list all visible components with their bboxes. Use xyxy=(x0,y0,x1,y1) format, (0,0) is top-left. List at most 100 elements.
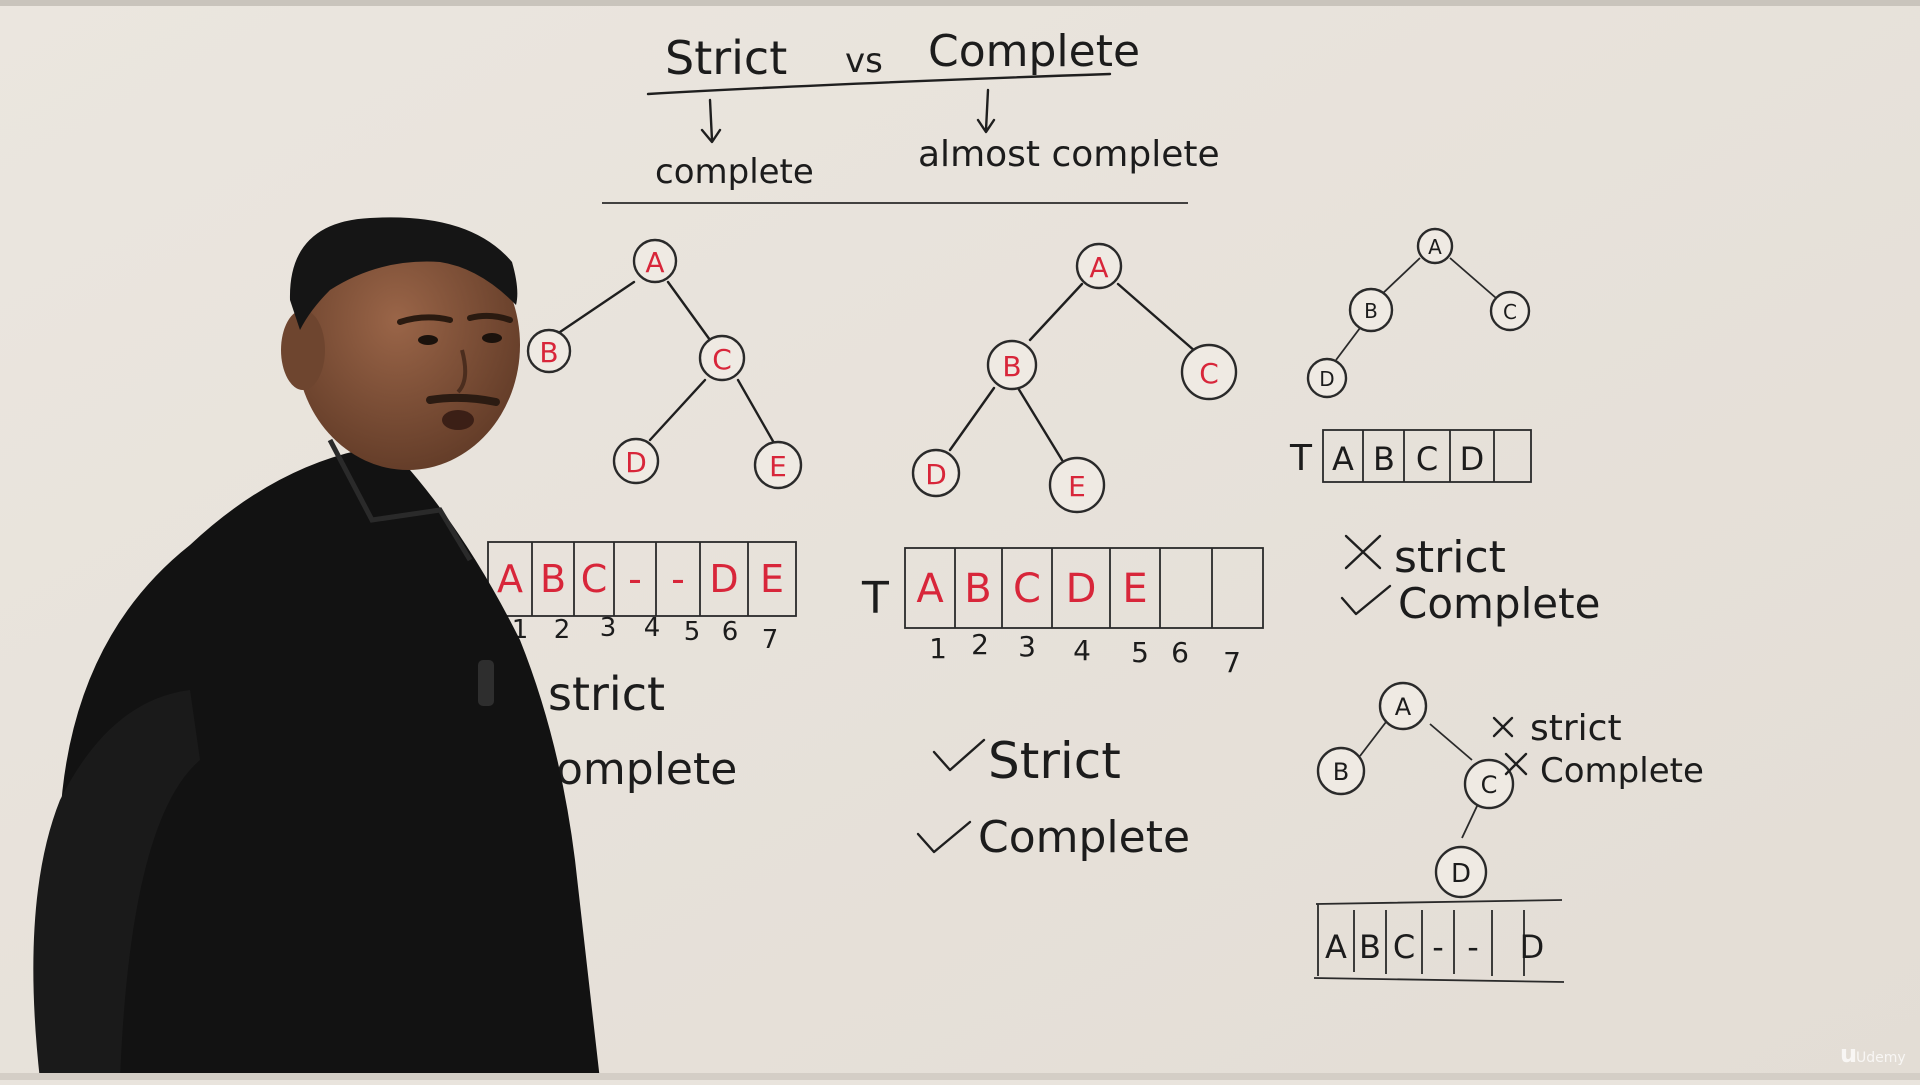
tree2-index-4: 4 xyxy=(1073,634,1091,667)
tree2-array-prefix: T xyxy=(861,573,889,624)
tree2-index-7: 7 xyxy=(1223,646,1241,679)
tree1-node-b: B xyxy=(526,328,572,374)
tree3-check-complete-icon xyxy=(1340,584,1392,616)
tree2-check-complete-icon xyxy=(916,820,972,854)
svg-text:A: A xyxy=(1089,251,1108,284)
tree2-node-d: D xyxy=(911,448,961,498)
tree2-label-strict: Strict xyxy=(988,732,1121,790)
instructor-ear xyxy=(281,310,325,390)
svg-text:E: E xyxy=(1068,470,1086,503)
tree3-node-c: C xyxy=(1489,290,1531,332)
tree4-label-strict: strict xyxy=(1530,708,1622,749)
arrow-right xyxy=(976,88,996,134)
tree4-label-complete: Complete xyxy=(1540,751,1704,791)
tree1-index-5: 5 xyxy=(684,617,701,647)
tree3-cross-strict-icon xyxy=(1344,534,1382,570)
instructor-eye-right xyxy=(482,333,502,343)
tree2-array: A B C D E 1 2 3 4 5 6 7 xyxy=(904,547,1264,679)
tree1-cell-2: B xyxy=(540,557,566,601)
tree3-cell-3: C xyxy=(1416,440,1438,478)
tree3-label-complete: Complete xyxy=(1398,579,1600,628)
svg-text:B: B xyxy=(1364,299,1378,323)
tree2-cell-2: B xyxy=(964,566,991,612)
tree4-cell-2: B xyxy=(1359,928,1381,966)
frame-bottom-edge xyxy=(0,1073,1920,1080)
tree1-label-strict: strict xyxy=(548,667,665,721)
tree2-cell-5: E xyxy=(1122,566,1147,612)
tree2-node-e: E xyxy=(1048,456,1106,514)
tree1-cell-7: E xyxy=(760,557,784,601)
tree2-index-1: 1 xyxy=(929,632,947,665)
tree1: A B C D E A B C - - D E 1 2 3 4 5 6 xyxy=(487,238,803,795)
tree2-index-2: 2 xyxy=(971,628,989,661)
subtitle-almost-complete: almost complete xyxy=(918,134,1220,175)
tree3-cell-4: D xyxy=(1460,440,1485,478)
tree2-index-3: 3 xyxy=(1018,630,1036,663)
tree2-index-6: 6 xyxy=(1171,636,1189,669)
tree2: A B C D E T A B C D E 1 2 3 4 5 6 xyxy=(861,242,1264,863)
tree1-label-complete: omplete xyxy=(556,744,737,795)
tree3-array: A B C D xyxy=(1322,429,1532,483)
board-top-edge xyxy=(0,0,1920,6)
tree2-cell-1: A xyxy=(916,566,944,612)
tree4-cell-1: A xyxy=(1325,928,1347,966)
tree2-edges xyxy=(948,282,1198,462)
svg-text:B: B xyxy=(1333,758,1349,786)
tree3-node-b: B xyxy=(1348,287,1394,333)
tree4-cross-strict-icon xyxy=(1492,716,1514,738)
title-underline xyxy=(646,72,1112,96)
instructor-mustache xyxy=(426,393,500,406)
tree4-node-b: B xyxy=(1316,746,1366,796)
tree3-cell-1: A xyxy=(1332,440,1354,478)
title-complete: Complete xyxy=(928,26,1140,77)
tree4-cross-complete-icon xyxy=(1504,752,1528,776)
tree2-cell-3: C xyxy=(1013,566,1041,612)
instructor-brows xyxy=(397,312,513,325)
tree4-node-d: D xyxy=(1434,845,1488,899)
title-vs: vs xyxy=(845,41,883,81)
svg-text:C: C xyxy=(1199,357,1219,390)
svg-text:A: A xyxy=(1428,235,1442,259)
pen-icon xyxy=(478,660,494,706)
title-strict: Strict xyxy=(665,31,787,85)
tree1-cell-6: D xyxy=(709,557,738,601)
watermark: u Udemy xyxy=(1840,1040,1906,1068)
tree1-node-e: E xyxy=(753,440,803,490)
tree1-index-2: 2 xyxy=(554,615,571,645)
tree1-node-a: A xyxy=(632,238,678,284)
tree3: A B C D T A B C D strict Complete xyxy=(1289,227,1600,628)
svg-text:A: A xyxy=(1395,693,1412,721)
udemy-logo-icon: u xyxy=(1840,1040,1857,1068)
svg-text:A: A xyxy=(645,246,664,279)
tree3-node-d: D xyxy=(1306,357,1348,399)
arrow-left xyxy=(700,98,722,144)
svg-text:B: B xyxy=(1002,350,1021,383)
tree2-node-b: B xyxy=(986,339,1038,391)
instructor-hair xyxy=(289,217,518,330)
tree4-array: A B C - - D xyxy=(1313,899,1565,983)
tree4-edges xyxy=(1359,721,1479,839)
tree1-cell-4: - xyxy=(628,557,642,601)
svg-text:C: C xyxy=(1503,300,1517,324)
tree1-node-d: D xyxy=(612,437,660,485)
tree1-cell-3: C xyxy=(581,557,608,601)
instructor-head xyxy=(296,220,520,470)
instructor xyxy=(33,217,600,1080)
tree1-edges xyxy=(558,280,780,452)
instructor-collar xyxy=(327,438,473,562)
instructor-eye-left xyxy=(418,335,438,345)
subtitle-complete: complete xyxy=(655,152,814,192)
tree4: A B C D strict Complete A B C - - D xyxy=(1313,681,1704,983)
tree2-label-complete: Complete xyxy=(978,812,1190,863)
instructor-arm xyxy=(33,690,201,1080)
svg-text:D: D xyxy=(925,458,947,491)
tree3-label-strict: strict xyxy=(1394,532,1506,583)
svg-text:D: D xyxy=(625,446,647,479)
watermark-text: Udemy xyxy=(1856,1050,1906,1066)
tree1-node-c: C xyxy=(698,334,746,382)
svg-text:C: C xyxy=(712,343,732,376)
tree1-cell-1: A xyxy=(497,557,523,601)
svg-text:D: D xyxy=(1319,367,1334,391)
